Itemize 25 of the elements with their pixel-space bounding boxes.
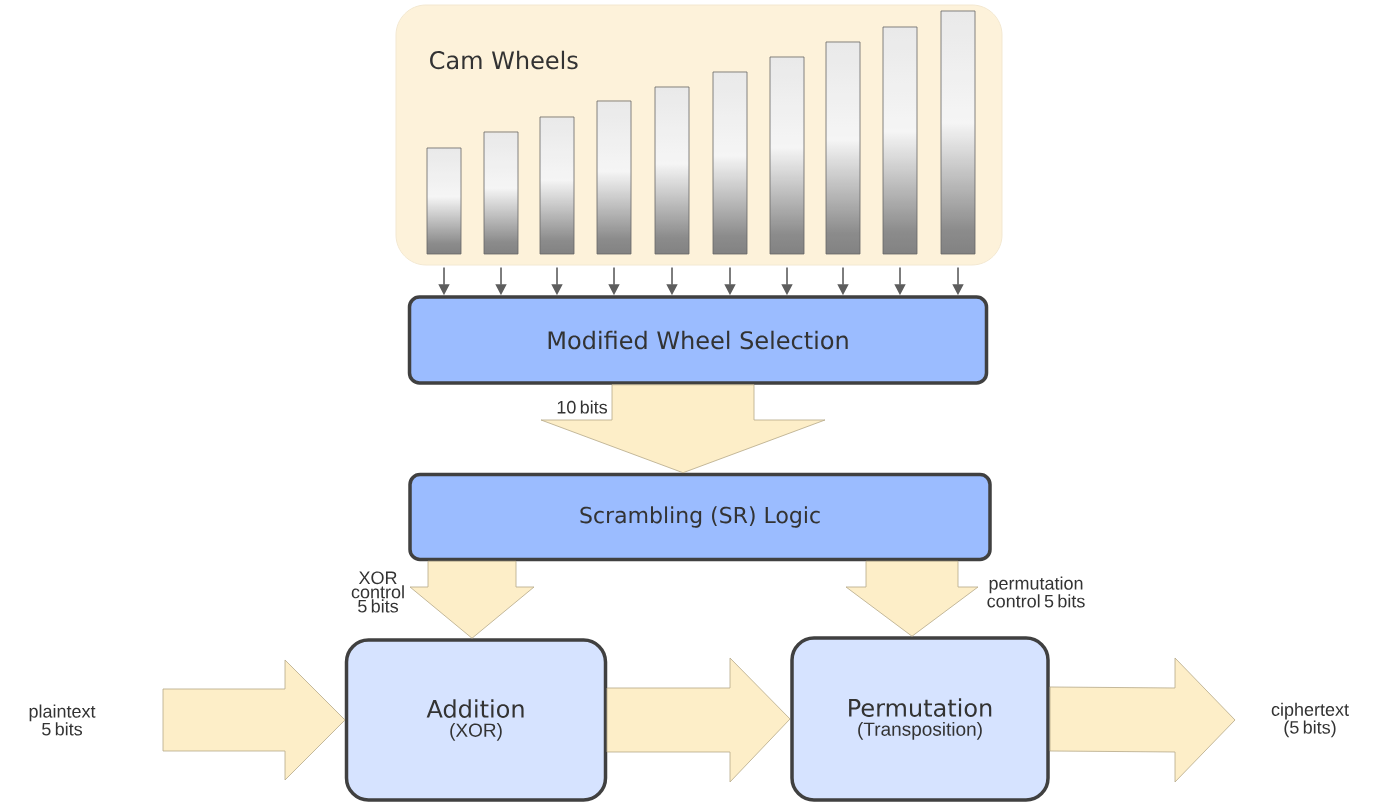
edge-label: XOR control 5 bits bbox=[351, 571, 404, 613]
edge-label: 10 bits bbox=[557, 400, 608, 414]
cam-wheel-bar bbox=[825, 41, 861, 255]
block-arrow bbox=[606, 657, 791, 783]
block-arrow bbox=[540, 384, 826, 474]
cam-wheel-bar bbox=[426, 147, 462, 255]
cam-wheel-bar bbox=[654, 86, 690, 255]
edge-label: permutation control 5 bits bbox=[987, 576, 1085, 608]
block-arrow bbox=[162, 659, 346, 781]
io-label: ciphertext (5 bits) bbox=[1271, 702, 1349, 738]
block-arrow bbox=[1049, 657, 1236, 783]
io-label: plaintext 5 bits bbox=[29, 704, 96, 736]
process-box: Addition (XOR) bbox=[344, 638, 608, 802]
cam-wheel-bar bbox=[940, 10, 976, 255]
process-box: Modified Wheel Selection bbox=[407, 295, 989, 385]
cam-wheel-bar bbox=[596, 100, 632, 255]
cam-wheel-bar bbox=[539, 116, 575, 255]
block-arrow bbox=[409, 560, 535, 639]
cam-wheel-bar bbox=[769, 56, 805, 255]
cam-wheel-bar bbox=[483, 131, 519, 255]
cam-wheel-bar bbox=[882, 26, 918, 255]
process-box: Permutation (Transposition) bbox=[790, 636, 1050, 802]
process-box: Scrambling (SR) Logic bbox=[408, 472, 992, 562]
cam-wheel-bar bbox=[712, 71, 748, 255]
block-arrow bbox=[845, 560, 979, 637]
